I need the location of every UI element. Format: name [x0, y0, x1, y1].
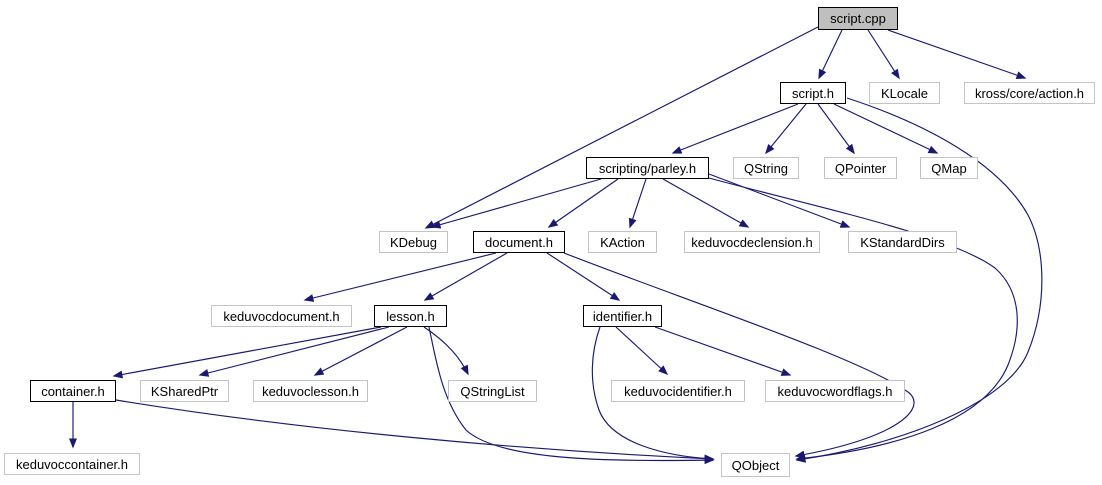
node-qobject: QObject — [721, 453, 790, 477]
edge-script-h-to-qstring — [765, 103, 807, 155]
node-label-identifier-h: identifier.h — [592, 308, 653, 324]
edge-script-cpp-to-script-h — [818, 29, 843, 80]
node-label-script-cpp: script.cpp — [830, 11, 886, 26]
node-klocale: KLocale — [869, 82, 940, 104]
node-kaction: KAction — [588, 231, 657, 253]
node-kross-core-action-h: kross/core/action.h — [964, 82, 1095, 104]
node-label-keduvocdocument-h: keduvocdocument.h — [223, 308, 340, 324]
edge-lesson-h-to-keduvoclesson-h — [313, 326, 408, 376]
node-label-container-h: container.h — [41, 383, 105, 399]
node-label-kross-core-action-h: kross/core/action.h — [974, 85, 1085, 101]
node-label-ksharedptr: KSharedPtr — [150, 383, 219, 399]
node-label-kstandarddirs: KStandardDirs — [860, 234, 945, 250]
node-scripting-parley-h[interactable]: scripting/parley.h — [586, 157, 709, 179]
node-script-cpp: script.cpp — [818, 7, 898, 30]
edge-scripting-parley-h-to-document-h — [547, 178, 619, 228]
node-kdebug: KDebug — [379, 231, 448, 253]
node-ksharedptr: KSharedPtr — [140, 380, 229, 402]
edge-scripting-parley-h-to-kaction — [628, 178, 647, 229]
edge-identifier-h-to-keduvocidentifier-h — [615, 326, 669, 376]
node-container-h[interactable]: container.h — [30, 380, 116, 402]
edge-scripting-parley-h-to-kstandarddirs — [708, 173, 851, 228]
node-label-qstring: QString — [743, 160, 789, 176]
node-label-keduvocidentifier-h: keduvocidentifier.h — [624, 383, 732, 399]
edge-container-h-to-qobject — [115, 399, 715, 463]
node-label-keduvocwordflags-h: keduvocwordflags.h — [777, 383, 893, 399]
node-label-kaction: KAction — [600, 234, 645, 250]
node-label-kdebug: KDebug — [390, 234, 437, 250]
edge-identifier-h-to-qobject — [591, 326, 715, 463]
edge-document-h-to-qobject — [563, 252, 915, 459]
node-keduvocwordflags-h: keduvocwordflags.h — [765, 380, 905, 402]
node-label-qmap: QMap — [931, 160, 967, 176]
edge-script-h-to-qpointer — [817, 103, 855, 155]
edge-lesson-h-to-ksharedptr — [198, 326, 390, 377]
edge-script-cpp-to-kdebug — [424, 26, 819, 229]
node-keduvocdeclension-h: keduvocdeclension.h — [684, 231, 820, 253]
edge-document-h-to-keduvocdocument-h — [303, 252, 497, 302]
node-kstandarddirs: KStandardDirs — [848, 231, 957, 253]
node-label-lesson-h: lesson.h — [386, 308, 435, 324]
node-label-keduvocdeclension-h: keduvocdeclension.h — [691, 234, 813, 250]
edge-scripting-parley-h-to-keduvocdeclension-h — [662, 178, 750, 228]
edge-script-cpp-to-kross-core-action-h — [887, 29, 1027, 79]
edge-document-h-to-identifier-h — [546, 252, 621, 301]
edge-document-h-to-lesson-h — [423, 252, 508, 301]
node-label-qstringlist: QStringList — [460, 383, 525, 399]
edge-lesson-h-to-container-h — [112, 326, 382, 379]
edge-scripting-parley-h-to-kdebug — [430, 178, 602, 229]
edge-script-h-to-qmap — [833, 103, 939, 154]
edge-scripting-parley-h-to-qobject — [708, 177, 1018, 463]
node-keduvoclesson-h: keduvoclesson.h — [253, 380, 368, 402]
node-document-h[interactable]: document.h — [473, 231, 565, 253]
node-keduvocdocument-h: keduvocdocument.h — [211, 305, 352, 327]
node-label-qpointer: QPointer — [834, 160, 887, 176]
node-keduvocidentifier-h: keduvocidentifier.h — [611, 380, 745, 402]
node-label-document-h: document.h — [485, 234, 553, 250]
node-label-klocale: KLocale — [881, 85, 928, 101]
node-qmap: QMap — [920, 157, 978, 179]
node-lesson-h[interactable]: lesson.h — [374, 305, 447, 327]
edge-script-cpp-to-klocale — [867, 29, 900, 80]
edge-identifier-h-to-keduvocwordflags-h — [654, 326, 792, 376]
node-script-h[interactable]: script.h — [780, 82, 846, 104]
node-qstringlist: QStringList — [448, 380, 537, 402]
node-label-keduvoccontainer-h: keduvoccontainer.h — [15, 456, 129, 472]
node-keduvoccontainer-h: keduvoccontainer.h — [4, 453, 140, 475]
node-qstring: QString — [733, 157, 799, 179]
node-label-scripting-parley-h: scripting/parley.h — [598, 160, 697, 176]
edge-script-h-to-scripting-parley-h — [671, 103, 799, 154]
edge-lesson-h-to-qobject — [428, 326, 715, 465]
node-identifier-h[interactable]: identifier.h — [583, 305, 662, 327]
node-qpointer: QPointer — [824, 157, 897, 179]
node-label-keduvoclesson-h: keduvoclesson.h — [262, 383, 359, 399]
edge-script-h-to-qobject — [795, 97, 1043, 463]
node-label-script-h: script.h — [792, 85, 834, 101]
node-label-qobject: QObject — [731, 457, 780, 473]
